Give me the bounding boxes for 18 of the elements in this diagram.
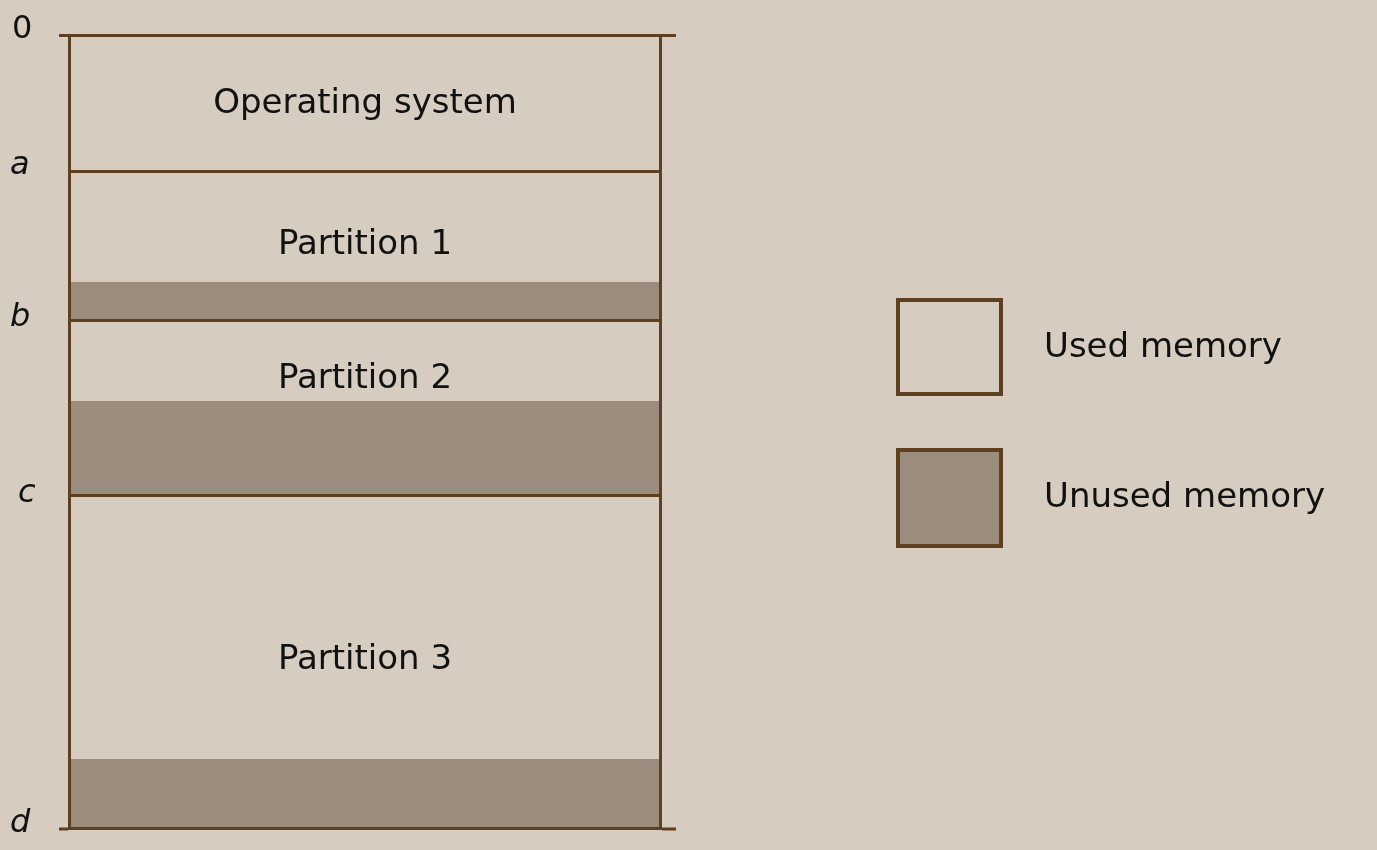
address-label: b (10, 296, 31, 334)
region-label: Partition 3 (276, 637, 454, 677)
legend-label: Used memory (1044, 325, 1282, 365)
legend-label: Unused memory (1044, 475, 1326, 515)
address-label: 0 (12, 8, 33, 46)
memory-region (68, 34, 662, 173)
region-label: Partition 2 (276, 356, 454, 396)
memory-region (68, 497, 662, 830)
address-label: a (10, 144, 30, 182)
address-label: c (18, 472, 36, 510)
memory-region (68, 322, 662, 497)
unused-memory-band (71, 759, 659, 827)
region-label: Operating system (212, 81, 518, 121)
unused-memory-band (71, 282, 659, 319)
region-label: Partition 1 (276, 222, 454, 262)
memory-region (68, 170, 662, 322)
address-label: d (10, 802, 31, 840)
unused-memory-band (71, 401, 659, 494)
